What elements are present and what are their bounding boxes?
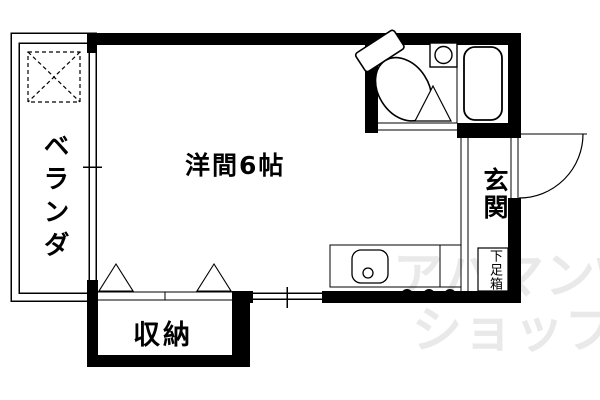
- walls: [87, 33, 521, 367]
- bathtub-icon: [463, 46, 503, 121]
- corridor-partition: [460, 133, 469, 291]
- kitchen-counter: [329, 244, 462, 288]
- watermark-brand-line2: ショップ: [412, 290, 600, 362]
- wall-bathroom-right: [508, 45, 521, 138]
- entrance-door-leaf: [510, 133, 587, 198]
- veranda-label: ベランダ: [39, 132, 69, 264]
- wall-top: [87, 33, 521, 45]
- wall-left-bottom: [87, 280, 98, 367]
- burner-icon: [401, 289, 456, 301]
- washing-machine-pad-icon: [27, 51, 81, 103]
- closet-label: 収納: [133, 320, 193, 351]
- closet-door-triangle-left-icon: [98, 262, 134, 292]
- south-window: [253, 287, 322, 308]
- closet-door-lines: [98, 291, 232, 301]
- wall-closet-right: [232, 291, 250, 367]
- bathroom-unit: [354, 29, 503, 131]
- closet-door-triangle-right-icon: [196, 262, 232, 292]
- wall-closet-bottom: [87, 355, 250, 367]
- wall-left-top-notch: [87, 45, 97, 53]
- balcony-window: [83, 53, 102, 280]
- entrance-label: 玄関: [480, 167, 509, 221]
- watermark-text-2: ショップ: [412, 301, 600, 359]
- wall-bottom-main: [322, 291, 521, 303]
- main-room-label: 洋間6帖: [185, 151, 286, 180]
- kitchen-sink-icon: [351, 249, 389, 284]
- shoe-box-label: 下足箱: [487, 249, 502, 291]
- toilet-icon: [354, 29, 433, 122]
- wall-bathroom-bottom: [457, 123, 521, 138]
- wall-right-lower: [508, 198, 521, 303]
- entrance-door-arc-icon: [518, 133, 584, 199]
- wash-basin-icon: [429, 42, 458, 68]
- bathroom-door-triangle-icon: [414, 84, 452, 122]
- shoe-box-outline: [477, 247, 509, 292]
- watermark-w-mark: W: [596, 253, 600, 281]
